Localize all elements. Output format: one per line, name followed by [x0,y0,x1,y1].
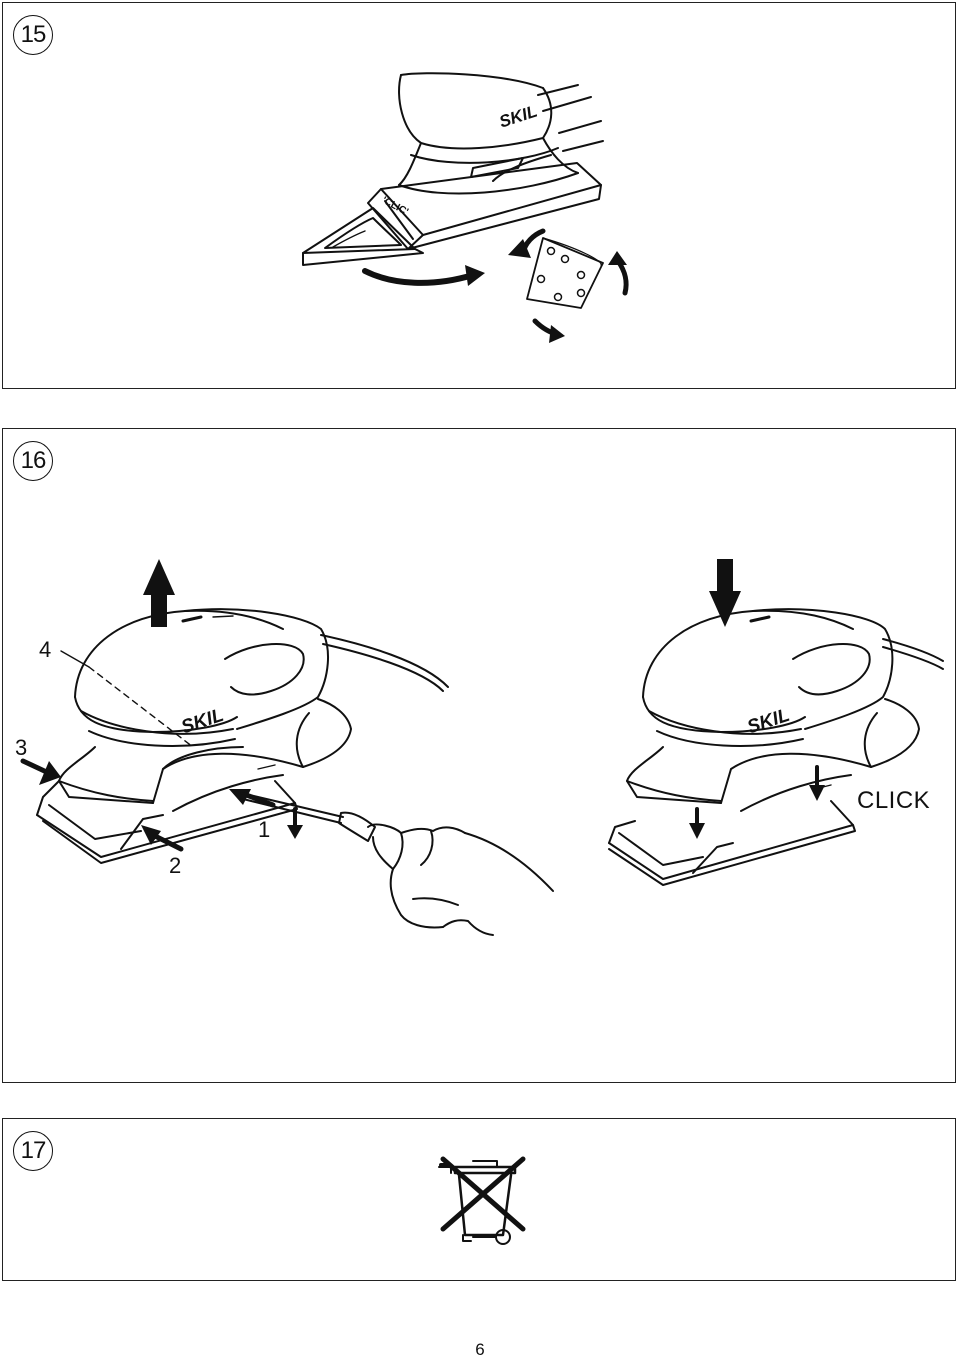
figure-number-17: 17 [13,1131,53,1171]
callout-4: 4 [39,637,52,662]
callout-3: 3 [15,735,28,760]
figure-15-panel: 15 [2,2,956,389]
figure-number-16: 16 [13,441,53,481]
crossed-out-wheelie-bin-icon [438,1156,526,1245]
click-label: CLICK [857,787,931,814]
figure-17-panel: 17 [2,1118,956,1281]
figure-number-15: 15 [13,15,53,55]
sander-pad-removal-screwdriver-illustration [20,559,944,936]
sander-pad-rotate-illustration [302,72,629,343]
callout-1: 1 [258,817,271,842]
figure-16-panel: 16 [2,428,956,1083]
page-number: 6 [475,1340,485,1359]
callout-2: 2 [169,853,182,878]
